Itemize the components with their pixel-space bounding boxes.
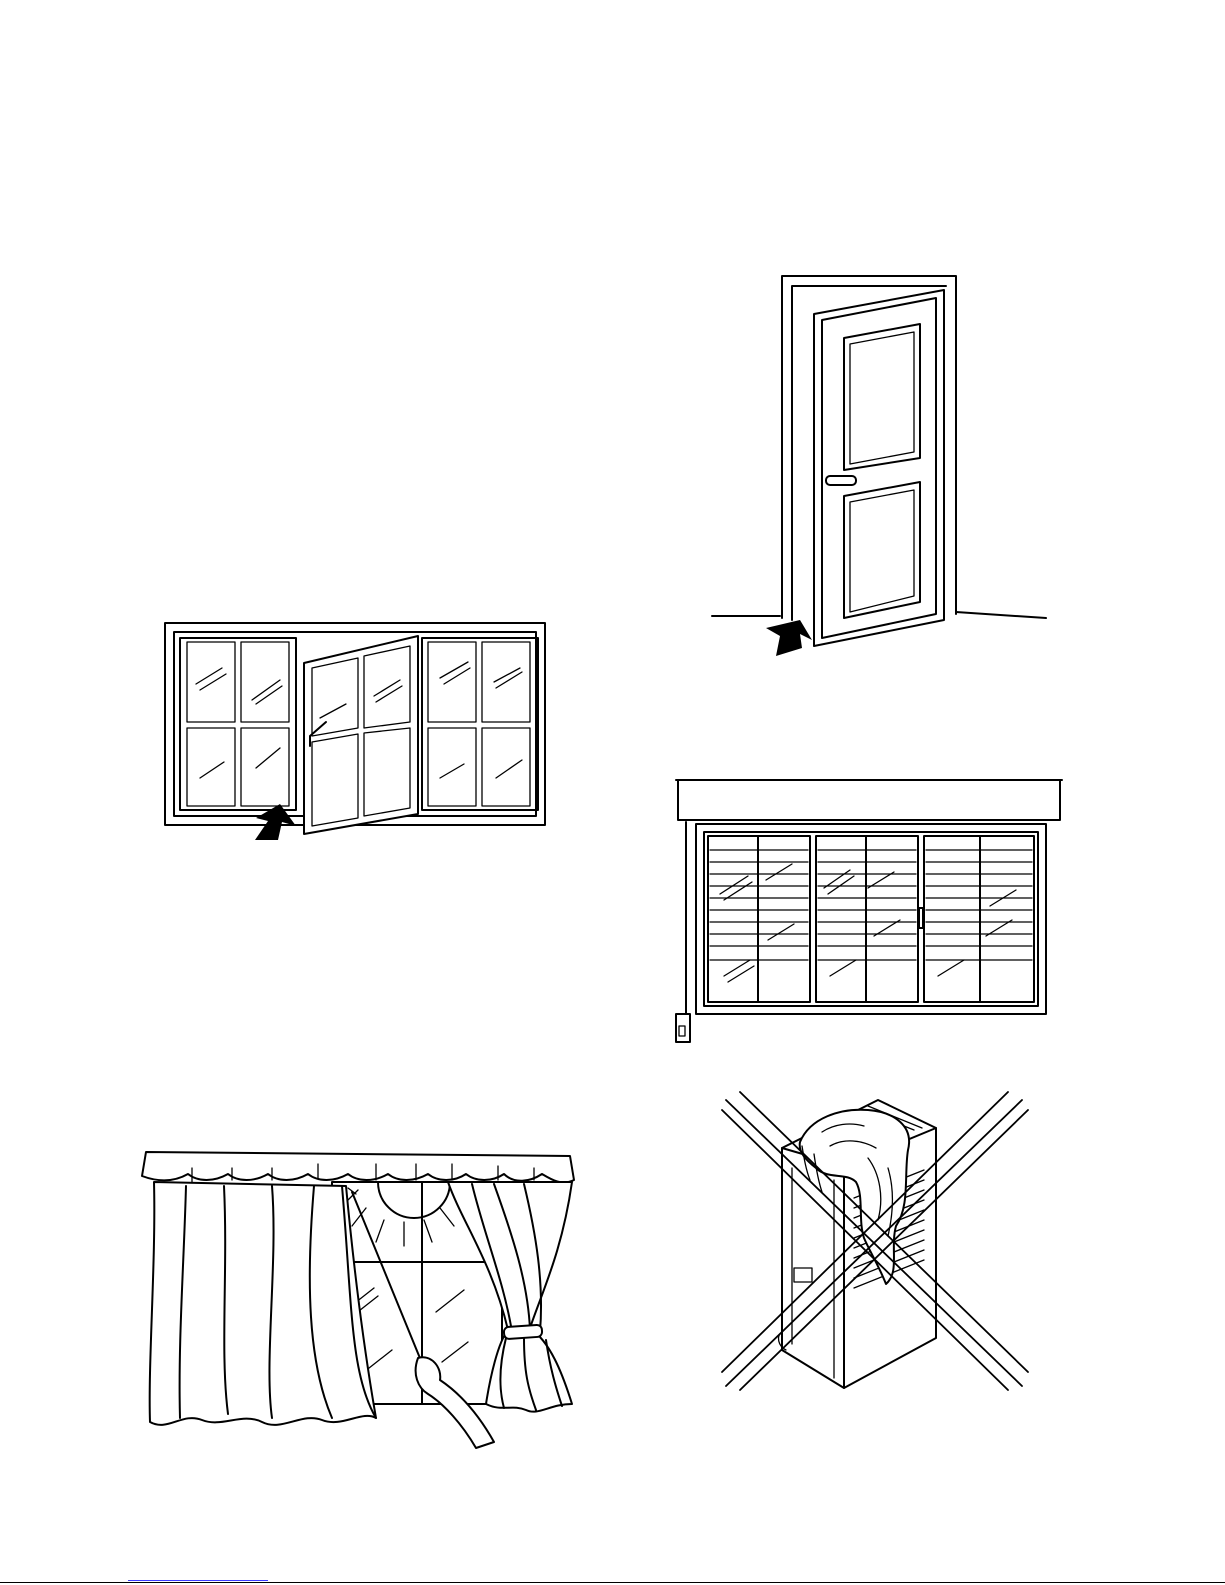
- footer-link-underline[interactable]: [128, 1580, 268, 1581]
- open-window-illustration: [160, 618, 550, 840]
- window-blinds-illustration: [668, 776, 1064, 1048]
- curtain-icon: [132, 1142, 582, 1452]
- covered-unit-illustration: [718, 1088, 1030, 1392]
- open-door-illustration: [708, 268, 1053, 660]
- open-door-icon: [708, 268, 1053, 660]
- curtain-window-illustration: [132, 1142, 582, 1452]
- open-window-icon: [160, 618, 550, 840]
- page-footer-rule: [0, 1582, 1225, 1583]
- cross-out-icon: [718, 1088, 1030, 1392]
- window-blinds-icon: [668, 776, 1064, 1048]
